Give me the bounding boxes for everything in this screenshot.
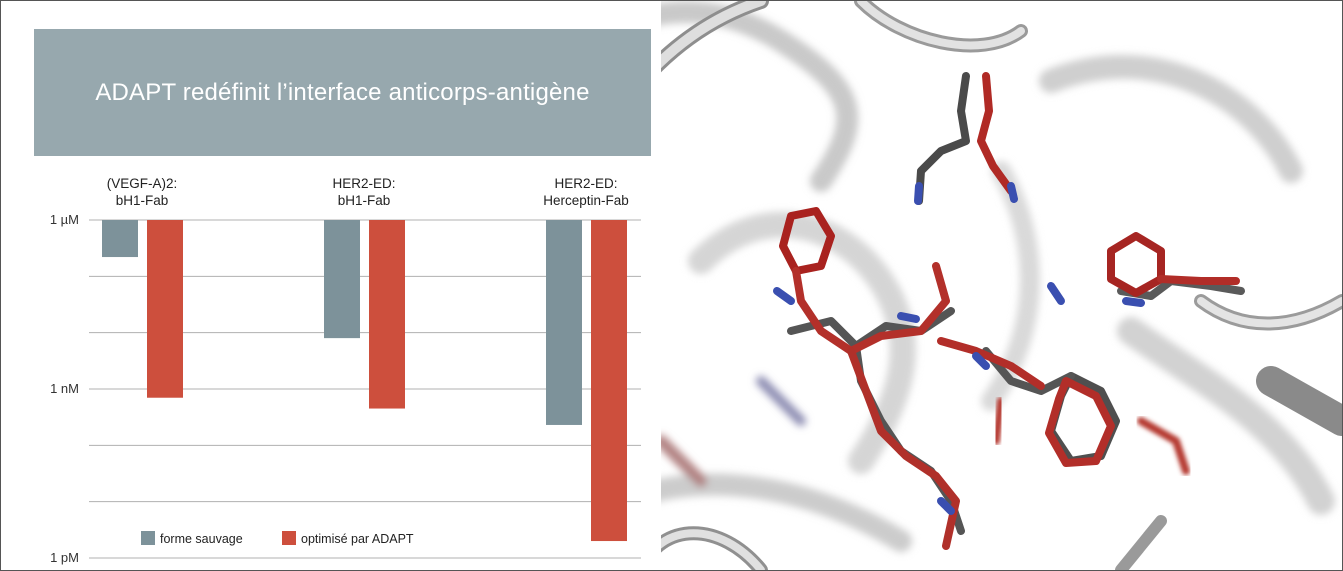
chart-title: ADAPT redéfinit l’interface anticorps-an… [95,78,590,106]
category-label: bH1-Fab [338,193,391,208]
bar-chart: 1 µM 1 nM 1 pM (VEGF-A)2: bH1-Fab HER2-ED: bH1… [50,176,641,565]
bar-forme-sauvage [546,220,582,425]
title-banner: ADAPT redéfinit l’interface anticorps-an… [34,29,651,156]
legend-label: forme sauvage [160,532,243,546]
bar-optimise-adapt [369,220,405,409]
y-tick-label: 1 nM [50,381,79,396]
bar-forme-sauvage [324,220,360,339]
category-label: HER2-ED: [332,176,395,191]
category-label: Herceptin-Fab [543,193,629,208]
legend-label: optimisé par ADAPT [301,532,414,546]
bar-optimise-adapt [147,220,183,398]
bar-optimise-adapt [591,220,627,542]
y-tick-label: 1 pM [50,550,79,565]
category-label: HER2-ED: [554,176,617,191]
y-tick-label: 1 µM [50,212,79,227]
bar-forme-sauvage [102,220,138,258]
legend-swatch [282,531,296,545]
category-label: bH1-Fab [116,193,169,208]
category-label: (VEGF-A)2: [107,176,178,191]
legend-swatch [141,531,155,545]
chart-panel: ADAPT redéfinit l’interface anticorps-an… [1,1,661,570]
